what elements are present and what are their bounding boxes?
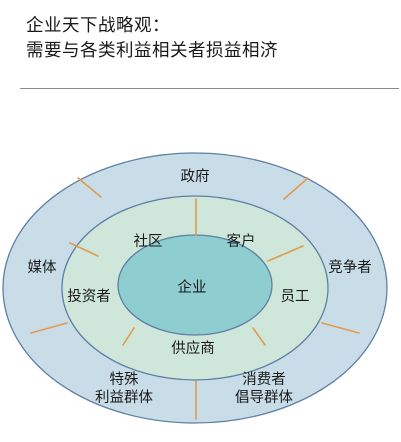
label-consumer-advocate-line2: 倡导群体 <box>235 389 293 406</box>
title-block: 企业天下战略观： 需要与各类利益相关者损益相济 <box>26 14 278 64</box>
title-line-1: 企业天下战略观： <box>26 16 170 36</box>
inner-spokes <box>69 198 304 346</box>
inner-spoke <box>69 242 99 257</box>
label-media: 媒体 <box>28 259 57 276</box>
inner-spoke <box>252 327 266 346</box>
label-employee: 员工 <box>281 289 310 305</box>
label-investor: 投资者 <box>67 288 111 305</box>
core-ellipse <box>117 234 273 336</box>
label-enterprise: 企业 <box>178 278 207 296</box>
label-special-interest-line2: 利益群体 <box>95 389 153 406</box>
title-line-2: 需要与各类利益相关者损益相济 <box>26 41 278 61</box>
outer-spoke <box>77 177 102 198</box>
label-customer: 客户 <box>227 233 256 250</box>
label-government: 政府 <box>181 168 210 185</box>
inner-spoke <box>122 327 135 346</box>
label-supplier: 供应商 <box>171 339 215 357</box>
title-divider <box>20 88 399 89</box>
outer-spoke <box>30 322 68 334</box>
outer-spoke <box>321 322 360 334</box>
label-special-interest-line1: 特殊 <box>110 371 139 388</box>
outer-spokes <box>30 177 360 420</box>
inner-spoke <box>267 245 304 262</box>
label-community: 社区 <box>134 233 163 250</box>
label-consumer-advocate-line1: 消费者 <box>242 371 286 388</box>
outer-spoke <box>283 177 309 200</box>
label-competitor: 竞争者 <box>328 258 372 276</box>
